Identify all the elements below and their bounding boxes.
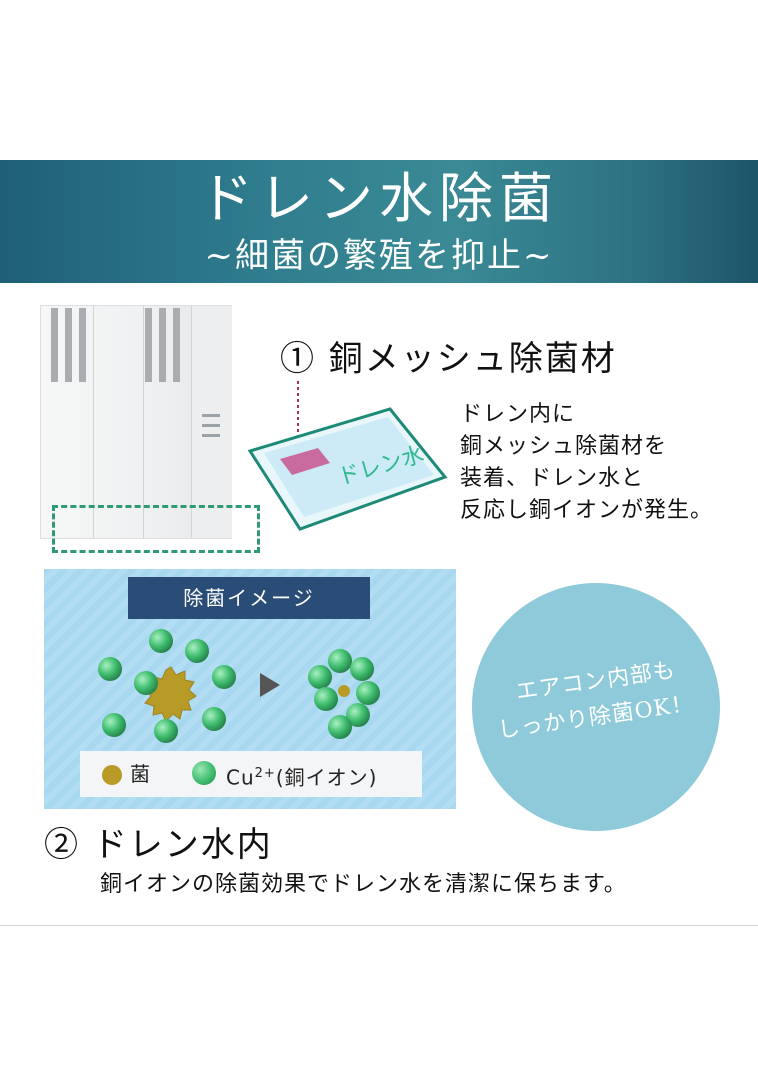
air-conditioner-image bbox=[40, 305, 232, 539]
copper-ion-icon bbox=[149, 629, 173, 653]
drain-highlight-outline bbox=[52, 505, 260, 553]
copper-ion-icon bbox=[356, 681, 380, 705]
vent-slat bbox=[51, 308, 58, 382]
copper-ion-icon bbox=[328, 715, 352, 739]
indicator-light bbox=[202, 414, 220, 417]
description-line: 銅メッシュ除菌材を bbox=[460, 434, 668, 459]
vent-slat bbox=[159, 308, 166, 382]
description-line: 反応し銅イオンが発生。 bbox=[460, 498, 714, 523]
copper-ion-icon bbox=[314, 687, 338, 711]
indicator-light bbox=[202, 424, 220, 427]
callout-circle: エアコン内部も しっかり除菌OK！ bbox=[472, 583, 720, 831]
copper-ion-icon bbox=[102, 713, 126, 737]
copper-ion-legend-icon bbox=[192, 761, 216, 785]
vent-slat bbox=[145, 308, 152, 382]
copper-ion-icon bbox=[134, 671, 158, 695]
copper-ion-icon bbox=[350, 657, 374, 681]
copper-mesh bbox=[280, 448, 330, 475]
vent-slat bbox=[65, 308, 72, 382]
sterilization-diagram bbox=[98, 629, 380, 743]
ion-name: (銅イオン) bbox=[275, 765, 378, 790]
ion-charge: 2+ bbox=[254, 766, 276, 781]
section2-heading: ② ドレン水内 bbox=[44, 825, 273, 865]
copper-ion-icon bbox=[185, 639, 209, 663]
section2-description: 銅イオンの除菌効果でドレン水を清潔に保ちます。 bbox=[100, 872, 627, 897]
banner-subtitle: ~細菌の繁殖を抑止~ bbox=[204, 236, 554, 276]
copper-ion-icon bbox=[98, 657, 122, 681]
drain-tray-image: ドレン水 bbox=[247, 381, 448, 531]
bacteria-legend-icon bbox=[102, 765, 122, 785]
panel-seam bbox=[93, 306, 94, 538]
bacteria-small-icon bbox=[338, 685, 350, 697]
bacteria-legend-label: 菌 bbox=[130, 762, 150, 786]
arrow-right-icon bbox=[260, 673, 280, 697]
vent-slat bbox=[173, 308, 180, 382]
copper-ion-icon bbox=[202, 707, 226, 731]
indicator-light bbox=[202, 434, 220, 437]
ion-symbol: Cu bbox=[226, 765, 255, 790]
banner-title: ドレン水除菌 bbox=[199, 167, 559, 230]
copper-ion-legend-label: Cu2+(銅イオン) bbox=[226, 760, 377, 792]
legend: 菌 Cu2+(銅イオン) bbox=[80, 751, 422, 797]
copper-ion-icon bbox=[154, 719, 178, 743]
copper-ion-icon bbox=[212, 665, 236, 689]
section1-description: ドレン内に 銅メッシュ除菌材を 装着、ドレン水と 反応し銅イオンが発生。 bbox=[460, 399, 713, 527]
sterilization-image-panel: 除菌イメージ bbox=[44, 569, 456, 809]
tray-water bbox=[264, 417, 434, 517]
copper-ion-icon bbox=[346, 703, 370, 727]
content-area: ドレン水 ① 銅メッシュ除菌材 ドレン内に 銅メッシュ除菌材を 装着、ドレン水と… bbox=[0, 283, 758, 926]
panel-seam bbox=[143, 306, 144, 538]
copper-ion-icon bbox=[308, 665, 332, 689]
section1-heading: ① 銅メッシュ除菌材 bbox=[280, 339, 617, 379]
description-line: ドレン内に bbox=[460, 402, 576, 427]
image-panel-label: 除菌イメージ bbox=[128, 577, 370, 619]
vent-slat bbox=[79, 308, 86, 382]
control-panel bbox=[191, 306, 232, 538]
description-line: 装着、ドレン水と bbox=[460, 466, 645, 491]
title-banner: ドレン水除菌 ~細菌の繁殖を抑止~ bbox=[0, 160, 758, 283]
copper-ion-icon bbox=[328, 649, 352, 673]
